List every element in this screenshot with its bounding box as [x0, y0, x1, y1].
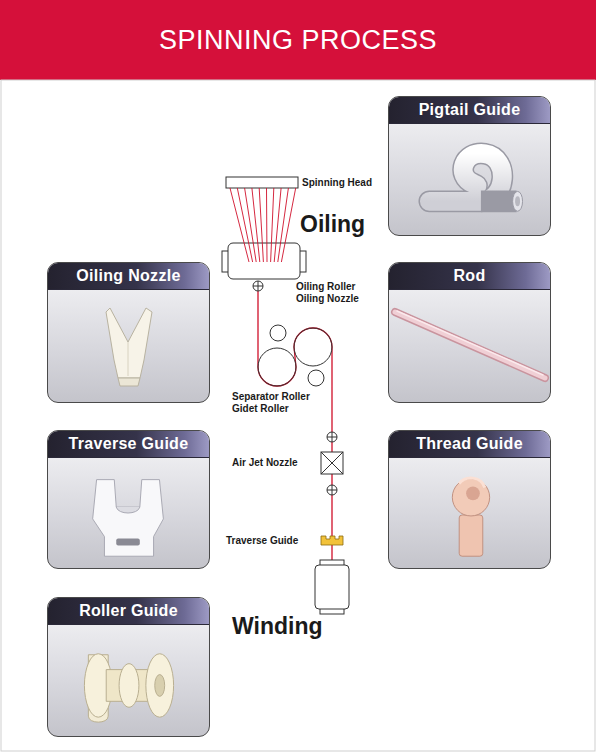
part-label: Separator Roller [232, 392, 310, 402]
product-picture [48, 290, 210, 403]
product-picture [48, 625, 210, 737]
part-label: Traverse Guide [226, 536, 298, 546]
filament-line [245, 188, 257, 262]
product-picture [389, 124, 551, 236]
part-label: Air Jet Nozzle [232, 458, 298, 468]
filament-line [252, 188, 260, 262]
product-card: Roller Guide [47, 597, 210, 737]
card-header: Traverse Guide [48, 431, 209, 458]
filament-line [266, 188, 268, 262]
card-title: Rod [453, 267, 485, 285]
product-card: Oiling Nozzle [47, 262, 210, 403]
part-label: Spinning Head [302, 178, 372, 188]
part-label: Winding [232, 615, 322, 638]
product-card: Thread Guide [388, 430, 551, 569]
card-header: Pigtail Guide [389, 97, 550, 124]
card-header: Oiling Nozzle [48, 263, 209, 290]
part-label: Oiling Nozzle [296, 294, 359, 304]
product-picture [48, 458, 210, 569]
filament-line [281, 188, 295, 262]
card-header: Rod [389, 263, 550, 290]
part-label: Oiling Roller [296, 282, 355, 292]
card-title: Oiling Nozzle [76, 267, 180, 285]
card-header: Roller Guide [48, 598, 209, 625]
card-title: Roller Guide [79, 602, 178, 620]
filament-line [259, 188, 263, 262]
product-card: Traverse Guide [47, 430, 210, 569]
product-card: Pigtail Guide [388, 96, 551, 236]
product-picture [389, 458, 551, 569]
product-picture [389, 290, 551, 403]
filament-line [274, 188, 281, 262]
card-header: Thread Guide [389, 431, 550, 458]
card-title: Thread Guide [416, 435, 523, 453]
card-title: Pigtail Guide [419, 101, 521, 119]
part-label: Oiling [300, 213, 365, 236]
part-label: Gidet Roller [232, 404, 289, 414]
page-title: SPINNING PROCESS [0, 0, 596, 80]
card-title: Traverse Guide [69, 435, 189, 453]
filament-line [271, 188, 274, 262]
product-card: Rod [388, 262, 551, 403]
